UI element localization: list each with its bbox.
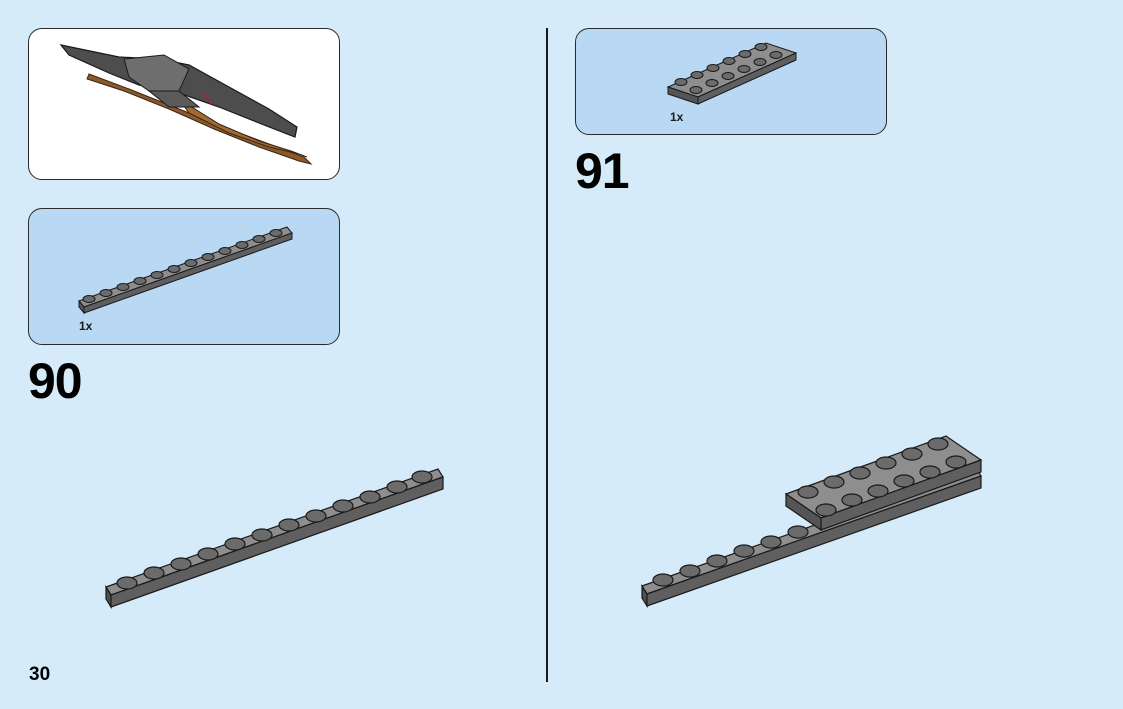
step-number-91: 91 xyxy=(575,143,630,199)
column-divider xyxy=(546,28,548,682)
part-quantity: 1x xyxy=(79,319,93,333)
step-number-90: 90 xyxy=(28,353,83,409)
parts-list-step-90: 1x xyxy=(28,208,340,345)
part-plate-1x12-icon xyxy=(78,226,293,315)
page-number: 30 xyxy=(29,664,51,685)
submodel-illustration xyxy=(59,44,313,165)
part-quantity: 1x xyxy=(670,110,684,124)
parts-list-step-91: 1x xyxy=(575,28,887,135)
submodel-preview-panel xyxy=(28,28,340,180)
step-91-build-illustration xyxy=(641,435,983,609)
part-plate-2x6-icon xyxy=(666,42,798,105)
step-90-build-illustration xyxy=(105,468,444,610)
